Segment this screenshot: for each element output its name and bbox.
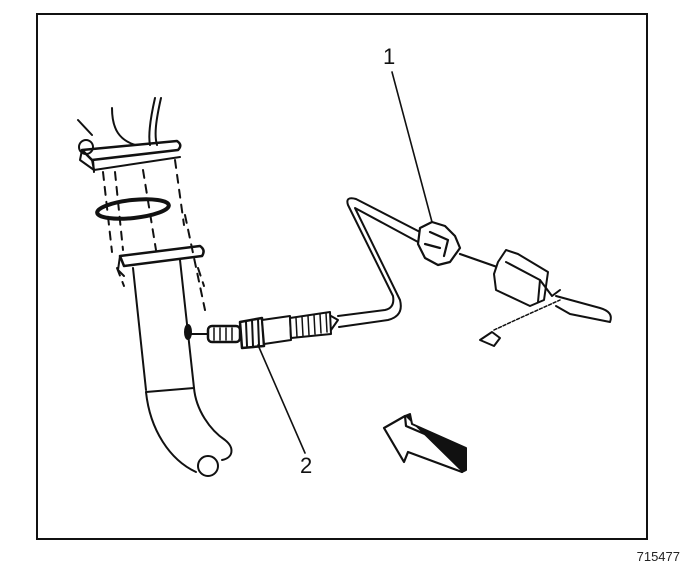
callout-1-label: 1 bbox=[383, 44, 396, 69]
electrical-connector bbox=[416, 220, 502, 270]
upper-pipes bbox=[77, 97, 162, 146]
sensor-harness bbox=[337, 197, 421, 328]
exhaust-pipe bbox=[132, 259, 233, 477]
gasket-ring bbox=[95, 197, 171, 221]
callout-2-label: 2 bbox=[300, 453, 313, 478]
upper-flange bbox=[78, 139, 182, 173]
alignment-dashes bbox=[102, 159, 206, 311]
harness-connector bbox=[479, 249, 612, 347]
callout-2-leader bbox=[257, 344, 306, 454]
diagram-frame bbox=[36, 13, 648, 540]
lower-flange bbox=[117, 244, 205, 277]
callout-1-leader bbox=[391, 71, 433, 223]
view-direction-arrow bbox=[382, 413, 467, 474]
oxygen-sensor bbox=[190, 311, 339, 350]
figure-number: 715477 bbox=[636, 549, 680, 564]
